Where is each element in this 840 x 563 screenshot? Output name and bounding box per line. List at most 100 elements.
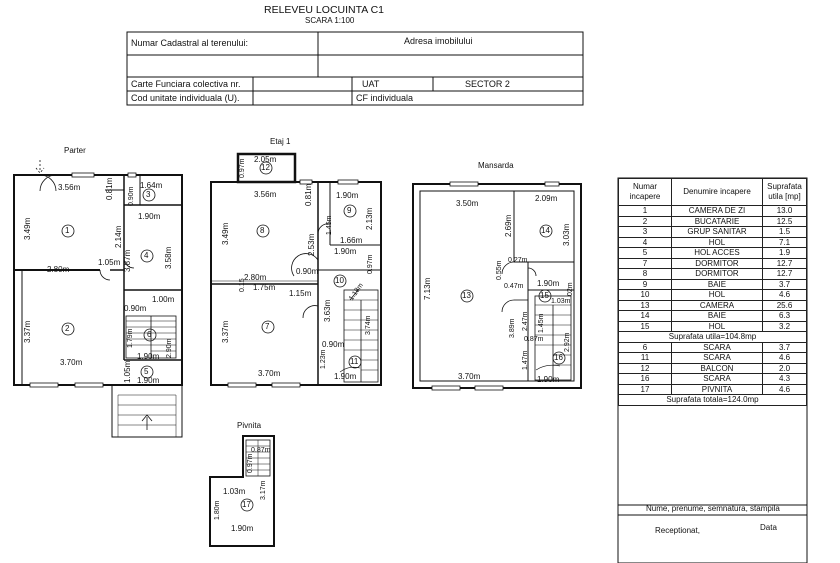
table-cell-name: BAIE (671, 278, 763, 290)
dimension-label: 2.53m (307, 233, 316, 256)
dimension-label: 3.37m (221, 320, 230, 343)
dimension-label: 1.45m (538, 313, 545, 333)
table-cell-n: 8 (618, 268, 672, 280)
dimension-label: 02m (567, 282, 574, 296)
dimension-label: 1.90m (334, 372, 357, 381)
dimension-label: 3.74m (365, 315, 372, 335)
table-cell-n: 2 (618, 215, 672, 227)
date-label: Data (760, 523, 777, 532)
dimension-label: 1.90m (137, 376, 160, 385)
dimension-label: 3.87m (123, 249, 132, 272)
table-cell-name: HOL ACCES (671, 247, 763, 259)
floor-label-mansarda: Mansarda (478, 161, 514, 170)
table-cell-area: 3.2 (762, 320, 807, 332)
dimension-label: 1.90m (137, 352, 160, 361)
dimension-label: 0.15 (239, 278, 246, 292)
dimension-label: 2.80m (244, 273, 267, 282)
cf-individual-label: CF individuala (356, 93, 414, 103)
room-number: 15 (540, 291, 549, 300)
dimension-label: 1.64m (140, 181, 163, 190)
table-cell-n: 17 (618, 383, 672, 395)
room-number: 16 (554, 353, 563, 362)
column-header-number: Numar incapere (618, 178, 672, 206)
scale-label: SCARA 1:100 (305, 16, 355, 25)
uat-value: SECTOR 2 (465, 79, 510, 89)
dimension-label: 1.80m (214, 500, 221, 520)
table-cell-area: 12.7 (762, 268, 807, 280)
table-cell-name: CAMERA (671, 299, 763, 311)
table-cell-name: SCARA (671, 373, 763, 385)
useful-total-row: Suprafata utila=104.8mp (618, 331, 807, 343)
dimension-label: 7.13m (423, 277, 432, 300)
table-cell-name: DORMITOR (671, 268, 763, 280)
dimension-label: 0.90m (322, 340, 345, 349)
floor-label-etaj: Etaj 1 (270, 137, 291, 146)
dimension-label: 3.50m (456, 199, 479, 208)
dimension-label: 0.81m (105, 177, 114, 200)
dimension-label: 0.87m (524, 336, 544, 343)
table-cell-n: 9 (618, 278, 672, 290)
header-table-frame (126, 31, 584, 106)
column-header-area: Suprafata utila [mp] (762, 178, 807, 206)
dimension-label: 2.14m (114, 225, 123, 248)
table-cell-name: GRUP SANITAR (671, 226, 763, 238)
dimension-label: 2.69m (504, 214, 513, 237)
room-number: 3 (146, 190, 151, 199)
table-cell-area: 4.6 (762, 383, 807, 395)
table-cell-name: BAIE (671, 310, 763, 322)
dimension-label: 3.56m (58, 183, 81, 192)
table-cell-n: 7 (618, 257, 672, 269)
dimension-label: 2.13m (365, 207, 374, 230)
table-cell-name: CAMERA DE ZI (671, 205, 763, 217)
table-cell-area: 13.0 (762, 205, 807, 217)
dimension-label: 1.45m (326, 215, 333, 235)
dimension-label: 2.47m (522, 311, 529, 331)
table-cell-area: 4.3 (762, 373, 807, 385)
dimension-label: 1.03m (223, 487, 246, 496)
dimension-label: 0.87m (251, 447, 271, 454)
table-cell-n: 11 (618, 352, 672, 364)
table-cell-name: HOL (671, 320, 763, 332)
table-cell-n: 16 (618, 373, 672, 385)
room-number: 13 (462, 291, 471, 300)
pivnita-plan (209, 435, 275, 547)
table-cell-area: 2.0 (762, 362, 807, 374)
room-number: 10 (335, 276, 344, 285)
table-cell-area: 1.5 (762, 226, 807, 238)
table-cell-area: 25.6 (762, 299, 807, 311)
signature-label: Nume, prenume, semnatura, stampila (646, 504, 780, 513)
grand-total: Suprafata totala=124.0mp (618, 394, 807, 406)
dimension-label: 3.70m (458, 372, 481, 381)
dimension-label: 0.97m (239, 158, 246, 178)
table-cell-area: 4.6 (762, 289, 807, 301)
useful-total: Suprafata utila=104.8mp (618, 331, 807, 343)
table-cell-n: 12 (618, 362, 672, 374)
dimension-label: 3.56m (254, 190, 277, 199)
dimension-label: 3.03m (562, 223, 571, 246)
dimension-label: 1.90m (537, 279, 560, 288)
table-cell-name: BUCATARIE (671, 215, 763, 227)
dimension-label: 1.23m (320, 349, 327, 369)
dimension-label: 1.05m (98, 258, 121, 267)
uat-label: UAT (362, 79, 380, 89)
room-number: 2 (65, 324, 70, 333)
dimension-label: 3.63m (323, 299, 332, 322)
room-number: 5 (144, 367, 149, 376)
dimension-label: 0.47m (504, 283, 524, 290)
dimension-label: 1.79m (127, 328, 134, 348)
room-number: 9 (347, 206, 352, 215)
table-cell-n: 4 (618, 236, 672, 248)
